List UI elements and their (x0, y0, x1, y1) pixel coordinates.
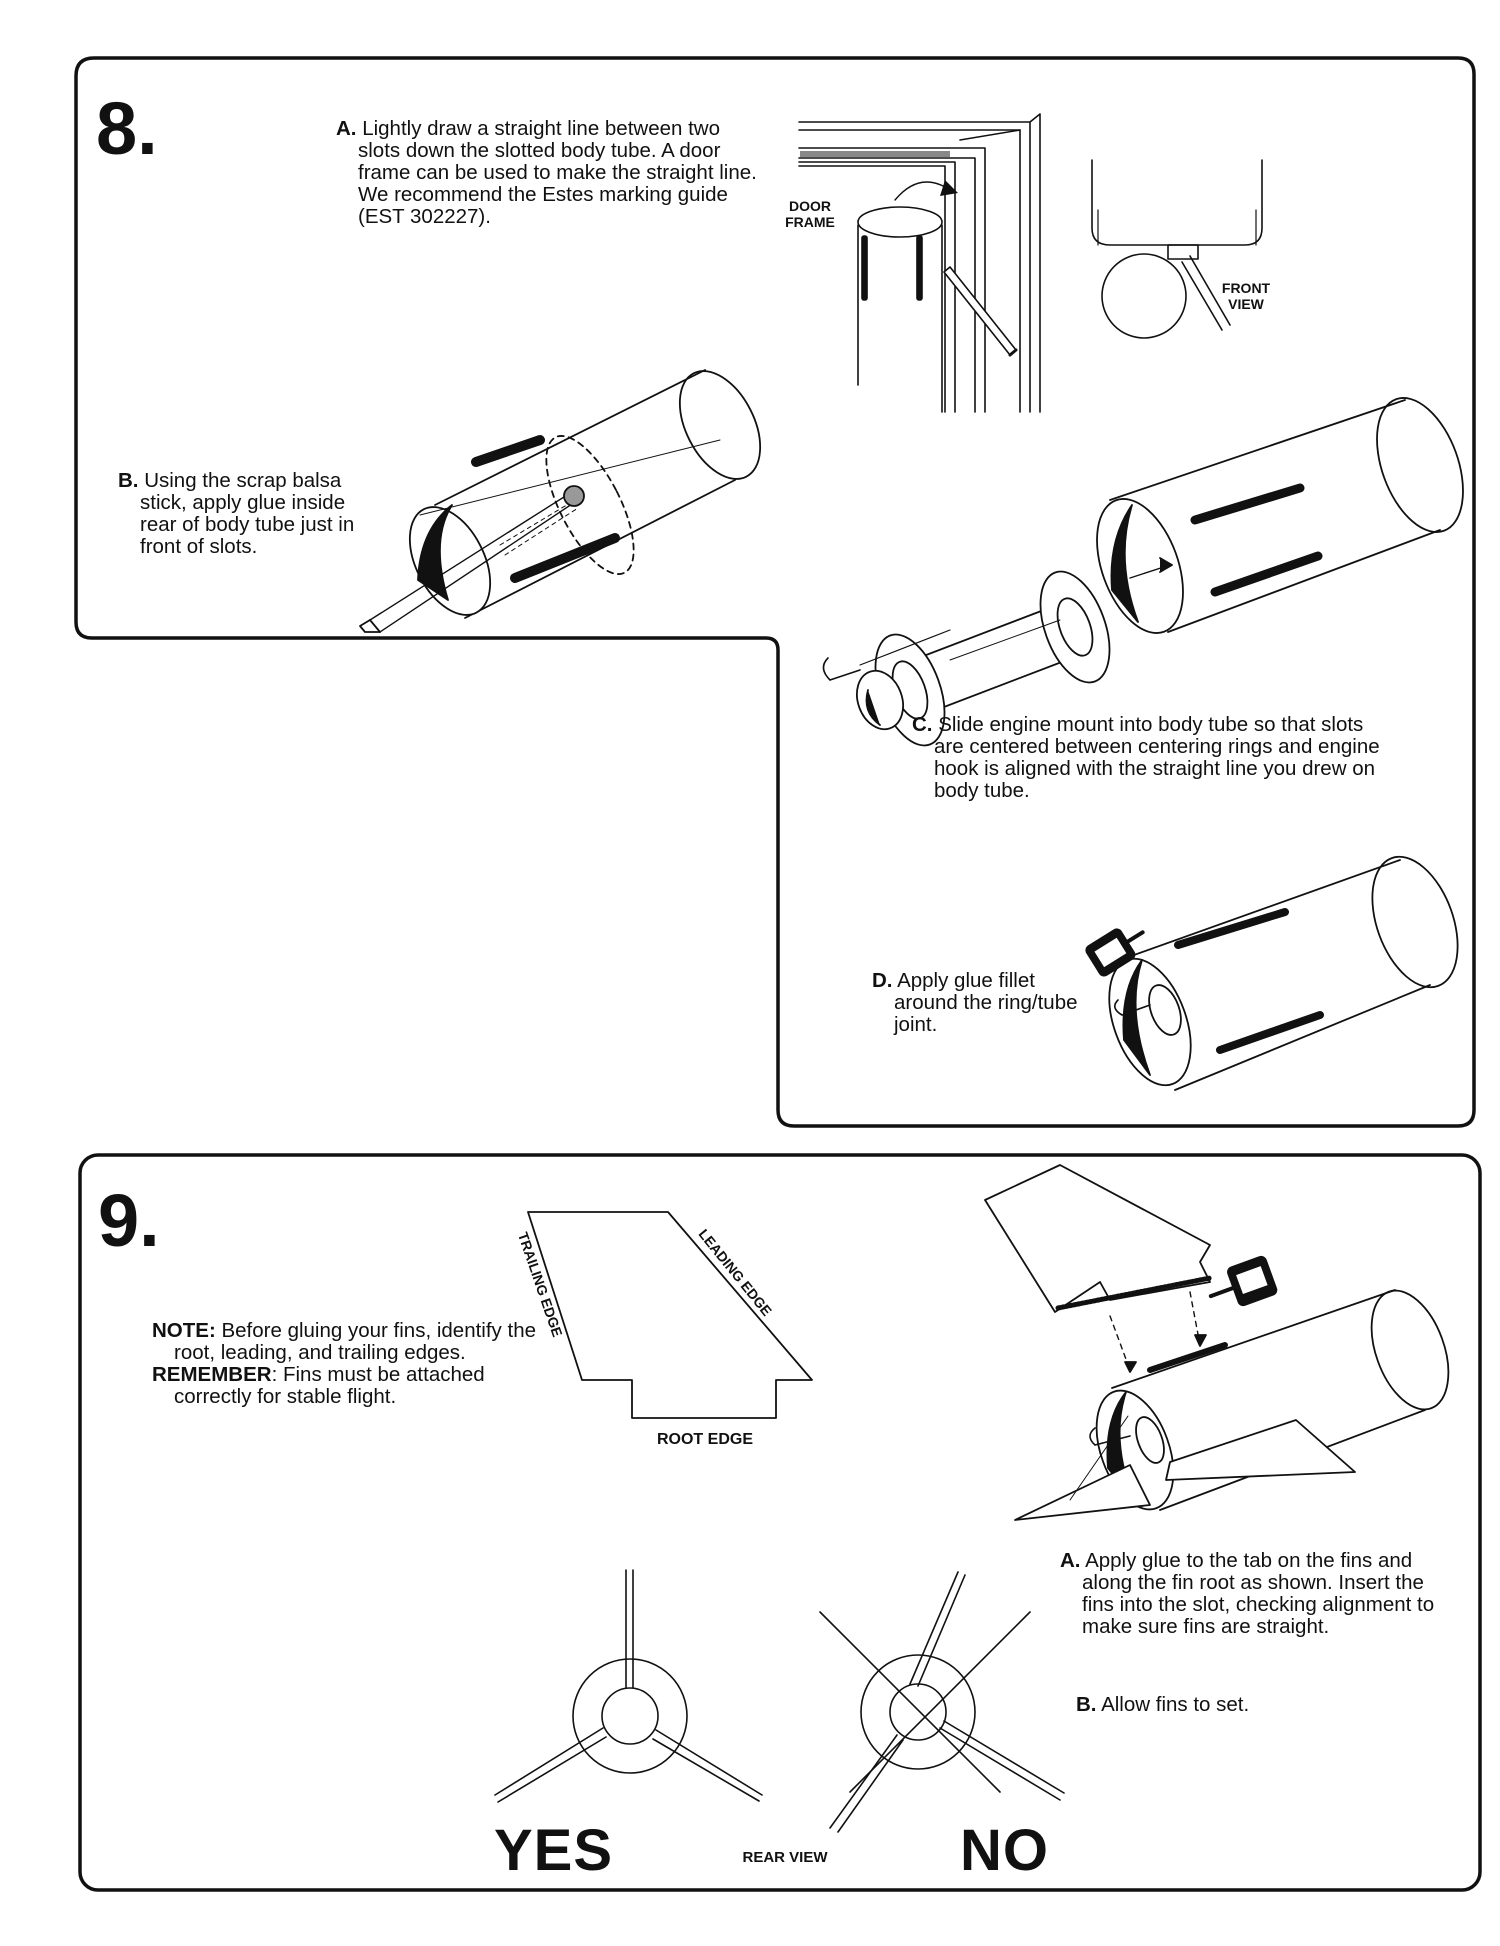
step9-note: NOTE: Before gluing your fins, identify … (152, 1320, 542, 1408)
step8d-text: Apply glue fillet around the ring/tube j… (894, 969, 1078, 1036)
note-label: NOTE: (152, 1319, 216, 1342)
door-frame-label: DOOR FRAME (785, 198, 835, 230)
rear-view-correct (494, 1569, 763, 1803)
step8b-text: Using the scrap balsa stick, apply glue … (140, 469, 355, 558)
step9b-text: Allow fins to set. (1101, 1693, 1250, 1716)
step8c-instruction: C. Slide engine mount into body tube so … (912, 714, 1382, 802)
remember-text: : Fins must be attached correctly for st… (174, 1363, 485, 1408)
step9a-text: Apply glue to the tab on the fins and al… (1082, 1549, 1435, 1638)
yes-label: YES (494, 1818, 614, 1883)
step8a-letter: A. (336, 117, 357, 140)
remember-label: REMEMBER (152, 1363, 272, 1386)
note-text: Before gluing your fins, identify the ro… (174, 1319, 537, 1364)
step9b-instruction: B. Allow fins to set. (1076, 1694, 1376, 1716)
step9b-letter: B. (1076, 1693, 1097, 1716)
step8-number: 8. (96, 87, 158, 170)
step8d-instruction: D. Apply glue fillet around the ring/tub… (872, 970, 1102, 1036)
step8b-instruction: B. Using the scrap balsa stick, apply gl… (118, 470, 378, 558)
front-view-illustration (1091, 159, 1263, 339)
engine-mount-insertion-illustration (822, 397, 1464, 747)
fin-insertion-illustration (984, 1164, 1450, 1521)
step9-frame (78, 1153, 1482, 1892)
body-tube-glue-illustration (359, 369, 762, 633)
step8-frame (74, 56, 1476, 1128)
step9a-instruction: A. Apply glue to the tab on the fins and… (1060, 1550, 1450, 1638)
step8a-text: Lightly draw a straight line between two… (358, 117, 757, 228)
step9a-letter: A. (1060, 1549, 1081, 1572)
no-label: NO (960, 1818, 1049, 1883)
rear-view-label: REAR VIEW (742, 1849, 828, 1866)
step8b-letter: B. (118, 469, 139, 492)
step8c-letter: C. (912, 713, 933, 736)
front-view-label: FRONT VIEW (1221, 280, 1271, 312)
rear-view-incorrect (819, 1571, 1065, 1833)
root-edge-label: ROOT EDGE (656, 1431, 753, 1448)
door-frame-illustration (798, 113, 1041, 413)
step8a-instruction: A. Lightly draw a straight line between … (336, 118, 766, 228)
glue-fillet-illustration (1085, 855, 1459, 1091)
step8d-letter: D. (872, 969, 893, 992)
fin-edge-diagram (527, 1211, 813, 1419)
step8c-text: Slide engine mount into body tube so tha… (934, 713, 1380, 802)
step9-number: 9. (98, 1179, 160, 1262)
